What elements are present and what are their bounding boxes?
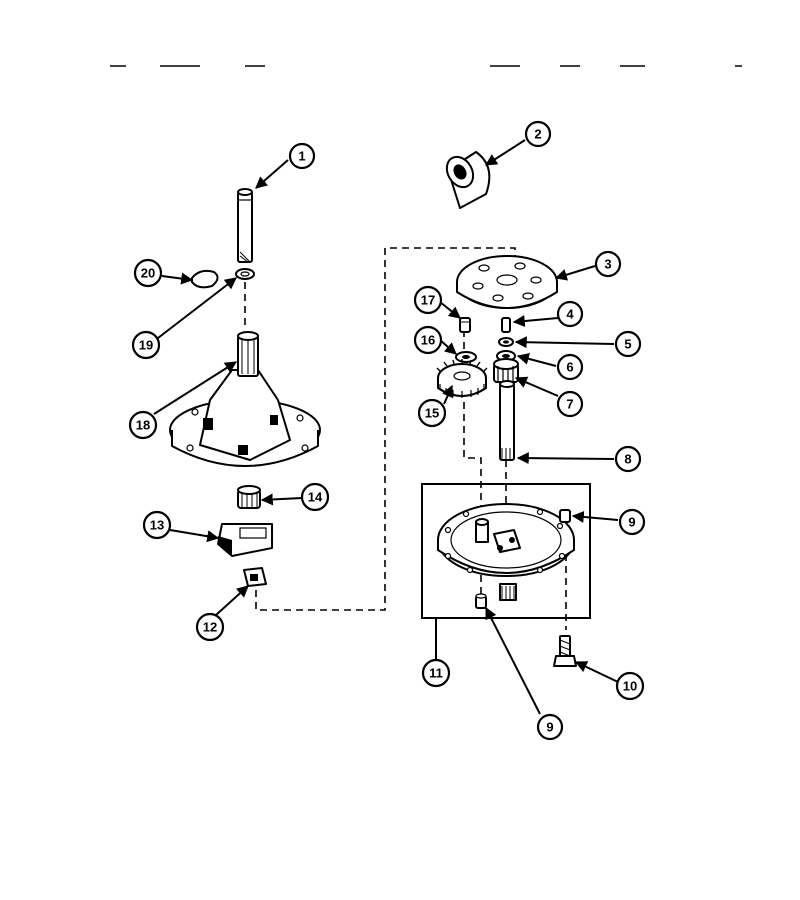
- callout-18: 18: [128, 410, 158, 440]
- part-shaft-1: [237, 188, 253, 263]
- callout-6: 6: [556, 353, 584, 381]
- callout-11: 11: [421, 658, 451, 688]
- part-pin-9-lower: [475, 593, 487, 609]
- part-cover-3: [456, 255, 558, 309]
- svg-text:9: 9: [546, 720, 553, 735]
- svg-text:8: 8: [624, 452, 631, 467]
- callout-5: 5: [614, 330, 642, 358]
- part-assembly-box-11: [421, 483, 591, 660]
- callout-16: 16: [413, 325, 443, 355]
- part-block-13: [217, 523, 273, 557]
- svg-text:1: 1: [298, 149, 305, 164]
- svg-text:18: 18: [136, 418, 150, 433]
- part-washer-19: [235, 268, 255, 280]
- svg-text:2: 2: [534, 127, 541, 142]
- svg-text:16: 16: [421, 333, 435, 348]
- callout-9-lower: 9: [536, 713, 564, 741]
- svg-text:15: 15: [425, 406, 439, 421]
- svg-text:12: 12: [203, 620, 217, 635]
- callout-8: 8: [614, 445, 642, 473]
- part-bearing-2: [445, 151, 491, 209]
- part-pin-4: [501, 317, 511, 333]
- part-clip-12: [243, 567, 267, 587]
- callout-3: 3: [594, 250, 622, 278]
- part-gear-15: [436, 359, 488, 398]
- part-transmission-18: [169, 331, 321, 467]
- callout-7: 7: [556, 390, 584, 418]
- callout-13: 13: [142, 510, 172, 540]
- callout-17: 17: [413, 285, 443, 315]
- callout-9-upper: 9: [618, 508, 646, 536]
- part-washer-5: [498, 337, 514, 347]
- svg-text:17: 17: [421, 293, 435, 308]
- svg-text:6: 6: [566, 360, 573, 375]
- svg-text:9: 9: [628, 515, 635, 530]
- part-screw-17: [459, 317, 471, 333]
- svg-text:7: 7: [566, 397, 573, 412]
- leader-lines: [153, 139, 619, 715]
- part-ring-20: [191, 269, 219, 289]
- svg-text:20: 20: [141, 266, 155, 281]
- svg-text:4: 4: [566, 307, 574, 322]
- part-shaft-8: [499, 380, 515, 461]
- callout-10: 10: [615, 671, 645, 701]
- svg-text:10: 10: [623, 679, 637, 694]
- part-base-plate: [437, 503, 575, 601]
- callout-12: 12: [195, 612, 225, 642]
- callout-4: 4: [556, 300, 584, 328]
- callout-20: 20: [133, 258, 163, 288]
- svg-text:14: 14: [308, 490, 323, 505]
- part-bolt-10: [553, 635, 577, 667]
- svg-text:3: 3: [604, 257, 611, 272]
- svg-text:13: 13: [150, 518, 164, 533]
- part-pinion-14: [237, 485, 261, 509]
- part-washer-16: [455, 351, 477, 363]
- svg-text:19: 19: [139, 338, 153, 353]
- callout-15: 15: [417, 398, 447, 428]
- callout-14: 14: [300, 482, 330, 512]
- svg-text:5: 5: [624, 337, 631, 352]
- part-gear-7: [493, 358, 519, 383]
- svg-text:11: 11: [429, 666, 443, 681]
- callout-1: 1: [288, 142, 316, 170]
- part-pin-9-upper: [559, 509, 571, 523]
- callout-19: 19: [131, 330, 161, 360]
- callout-2: 2: [524, 120, 552, 148]
